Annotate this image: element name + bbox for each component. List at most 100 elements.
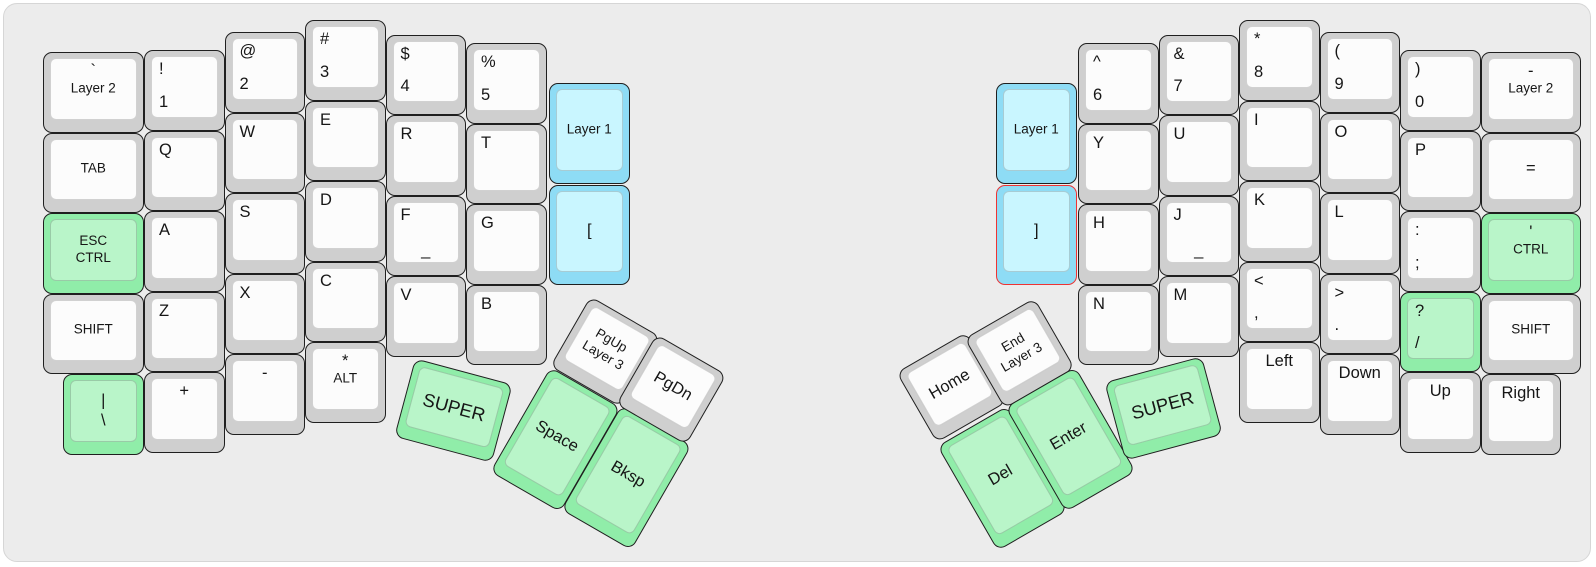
- key-esc-ctrl[interactable]: ESC CTRL: [43, 213, 144, 294]
- key-legend: Bksp: [608, 456, 649, 491]
- key-layer1-left[interactable]: Layer 1: [549, 83, 630, 184]
- key-legend: 6: [1093, 85, 1103, 104]
- key-minus-left[interactable]: -: [224, 354, 305, 435]
- key-e[interactable]: E: [305, 100, 386, 181]
- key-legend: ESC CTRL: [75, 232, 111, 265]
- key-tab[interactable]: TAB: [43, 132, 144, 213]
- key-c[interactable]: C: [305, 261, 386, 342]
- keycap-top: Z: [151, 297, 218, 359]
- key-z[interactable]: Z: [144, 291, 225, 372]
- key-legend: SUPER: [420, 388, 488, 425]
- key-exclam-1[interactable]: !1: [144, 50, 225, 131]
- key-legend: T: [481, 133, 492, 152]
- key-legend: W: [239, 122, 256, 141]
- keycap-top: T: [473, 129, 540, 191]
- key-legend: *: [1254, 30, 1261, 48]
- key-greater-period[interactable]: >.: [1319, 273, 1400, 354]
- key-s[interactable]: S: [224, 193, 305, 274]
- key-m[interactable]: M: [1158, 276, 1239, 357]
- key-v[interactable]: V: [385, 276, 466, 357]
- key-amp-7[interactable]: &7: [1158, 34, 1239, 115]
- key-arrow-down[interactable]: Down: [1319, 354, 1400, 435]
- key-l[interactable]: L: [1319, 193, 1400, 274]
- key-arrow-up[interactable]: Up: [1400, 372, 1481, 453]
- key-legend: Layer 2: [70, 80, 116, 96]
- key-legend: ): [1415, 60, 1421, 78]
- key-legend: ?: [1415, 301, 1425, 320]
- key-question-slash[interactable]: ?/: [1400, 291, 1481, 372]
- key-legend: G: [481, 214, 494, 232]
- key-legend: @: [239, 42, 257, 60]
- key-a[interactable]: A: [144, 211, 225, 292]
- key-f[interactable]: F_: [385, 195, 466, 276]
- key-quote-ctrl[interactable]: 'CTRL: [1480, 213, 1582, 294]
- key-hash-3[interactable]: #3: [305, 20, 386, 101]
- key-t[interactable]: T: [466, 123, 547, 204]
- key-legend: E: [320, 110, 332, 129]
- key-i[interactable]: I: [1239, 100, 1320, 181]
- key-k[interactable]: K: [1239, 181, 1320, 262]
- key-pipe-backslash[interactable]: | \: [63, 374, 144, 455]
- key-y[interactable]: Y: [1078, 123, 1159, 204]
- key-g[interactable]: G: [466, 204, 547, 285]
- key-legend: D: [320, 191, 332, 209]
- key-d[interactable]: D: [305, 181, 386, 262]
- keycap-top: R: [392, 121, 459, 183]
- key-shift-right[interactable]: SHIFT: [1480, 293, 1582, 374]
- key-asterisk-alt[interactable]: *ALT: [305, 342, 386, 423]
- key-r[interactable]: R: [385, 115, 466, 196]
- key-x[interactable]: X: [224, 273, 305, 354]
- key-h[interactable]: H: [1078, 204, 1159, 285]
- key-at-2[interactable]: @2: [224, 32, 305, 113]
- key-open-bracket[interactable]: [: [549, 184, 630, 286]
- key-legend: <: [1254, 271, 1264, 290]
- key-legend: F: [400, 205, 411, 224]
- key-percent-5[interactable]: %5: [466, 43, 547, 124]
- keycap-top: V: [392, 282, 459, 344]
- key-paren-9[interactable]: (9: [1319, 32, 1400, 113]
- key-minus-layer2[interactable]: -Layer 2: [1480, 52, 1582, 133]
- key-o[interactable]: O: [1319, 112, 1400, 193]
- key-legend: Home: [925, 364, 973, 403]
- key-b[interactable]: B: [466, 284, 547, 365]
- key-legend: O: [1334, 122, 1348, 141]
- key-w[interactable]: W: [224, 112, 305, 193]
- key-plus[interactable]: +: [144, 372, 225, 453]
- key-legend: 9: [1334, 74, 1344, 93]
- key-super-right[interactable]: SUPER: [1103, 356, 1222, 460]
- key-close-bracket[interactable]: ]: [996, 184, 1077, 286]
- key-asterisk-8[interactable]: *8: [1239, 20, 1320, 101]
- key-arrow-left[interactable]: Left: [1239, 342, 1320, 423]
- key-caret-6[interactable]: ^6: [1078, 43, 1159, 124]
- keycap-top: SHIFT: [1487, 299, 1575, 361]
- key-legend: N: [1093, 294, 1105, 313]
- key-equals[interactable]: =: [1480, 132, 1582, 213]
- key-arrow-right[interactable]: Right: [1480, 374, 1561, 455]
- key-layer1-right[interactable]: Layer 1: [996, 83, 1077, 184]
- keycap-top: | \: [70, 380, 137, 442]
- key-colon-semicolon[interactable]: :;: [1400, 211, 1481, 292]
- keycap-top: #3: [312, 26, 379, 88]
- key-dollar-4[interactable]: $4: [385, 34, 466, 115]
- keycap-top: W: [231, 118, 298, 180]
- key-legend: M: [1173, 286, 1188, 304]
- key-p[interactable]: P: [1400, 130, 1481, 211]
- keycap-top: G: [473, 210, 540, 272]
- key-legend: K: [1254, 191, 1266, 209]
- keycap-top: SHIFT: [50, 299, 137, 361]
- key-shift-left[interactable]: SHIFT: [43, 293, 144, 374]
- keycap-top: Layer 1: [556, 89, 623, 171]
- key-j[interactable]: J_: [1158, 195, 1239, 276]
- key-less-comma[interactable]: <,: [1239, 261, 1320, 342]
- key-u[interactable]: U: [1158, 115, 1239, 196]
- keycap-top: >.: [1326, 279, 1393, 341]
- keycap-top: %5: [473, 49, 540, 111]
- key-q[interactable]: Q: [144, 130, 225, 211]
- key-super-left[interactable]: SUPER: [393, 358, 512, 462]
- key-paren-0[interactable]: )0: [1400, 50, 1481, 131]
- keycap-top: 'CTRL: [1487, 219, 1575, 281]
- key-n[interactable]: N: [1078, 284, 1159, 365]
- keycap-top: Y: [1085, 129, 1152, 191]
- keycap-top: K: [1246, 187, 1313, 249]
- key-grave-layer2[interactable]: `Layer 2: [43, 52, 144, 133]
